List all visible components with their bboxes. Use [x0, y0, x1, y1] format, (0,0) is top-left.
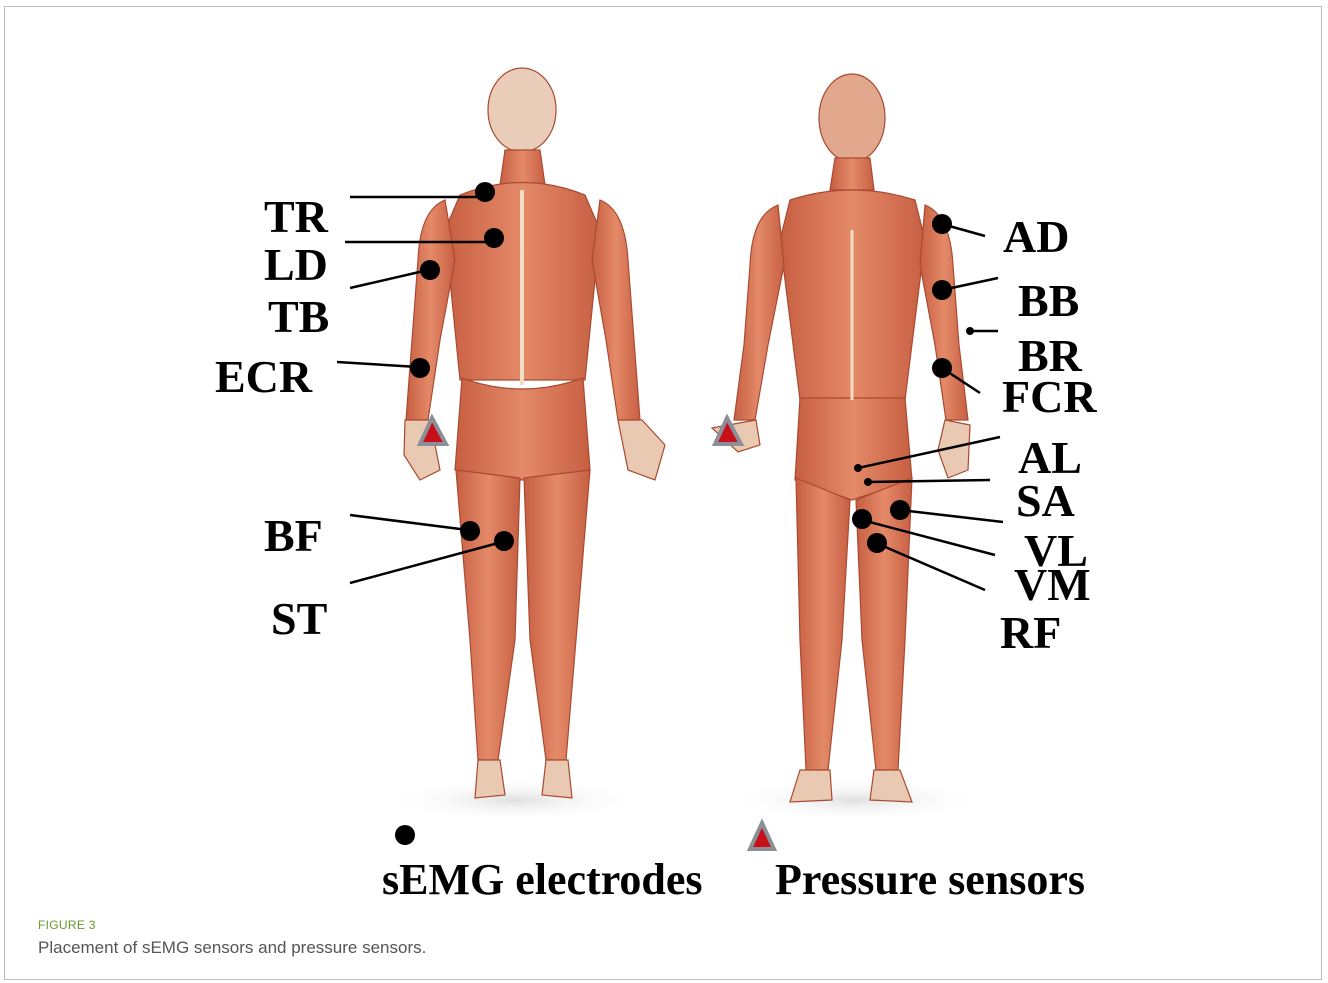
electrode-ECR [410, 358, 430, 378]
electrode-FCR [932, 358, 952, 378]
label-BF: BF [264, 510, 323, 561]
label-FCR: FCR [1002, 371, 1097, 422]
label-RF: RF [1000, 607, 1061, 658]
electrode-AL [854, 464, 862, 472]
figure-caption: Placement of sEMG sensors and pressure s… [38, 938, 426, 958]
label-AD: AD [1003, 211, 1069, 262]
figure-label: FIGURE 3 [38, 918, 96, 932]
electrode-BB [932, 280, 952, 300]
electrode-TB [420, 260, 440, 280]
label-TR: TR [264, 191, 329, 242]
electrode-BF [460, 521, 480, 541]
electrode-SA [864, 478, 872, 486]
electrode-VL [890, 500, 910, 520]
front-body-figure [712, 74, 970, 802]
electrode-BR [966, 327, 974, 335]
legend-electrodes-label: sEMG electrodes [382, 855, 703, 904]
back-figure-shadow [385, 778, 645, 822]
electrode-AD [932, 214, 952, 234]
label-ECR: ECR [215, 351, 313, 402]
label-LD: LD [264, 239, 328, 290]
label-BB: BB [1018, 275, 1079, 326]
electrode-ST [494, 531, 514, 551]
legend-pressure-icon [750, 823, 774, 849]
back-body-figure [404, 68, 665, 798]
electrode-TR [475, 182, 495, 202]
label-SA: SA [1016, 475, 1075, 526]
label-TB: TB [268, 291, 329, 342]
electrode-LD [484, 228, 504, 248]
label-VM: VM [1014, 559, 1091, 610]
legend-electrode-icon [395, 825, 415, 845]
label-ST: ST [271, 593, 327, 644]
electrode-VM [852, 509, 872, 529]
electrode-RF [867, 533, 887, 553]
front-figure-shadow [725, 778, 985, 822]
legend-pressure-label: Pressure sensors [775, 855, 1085, 904]
